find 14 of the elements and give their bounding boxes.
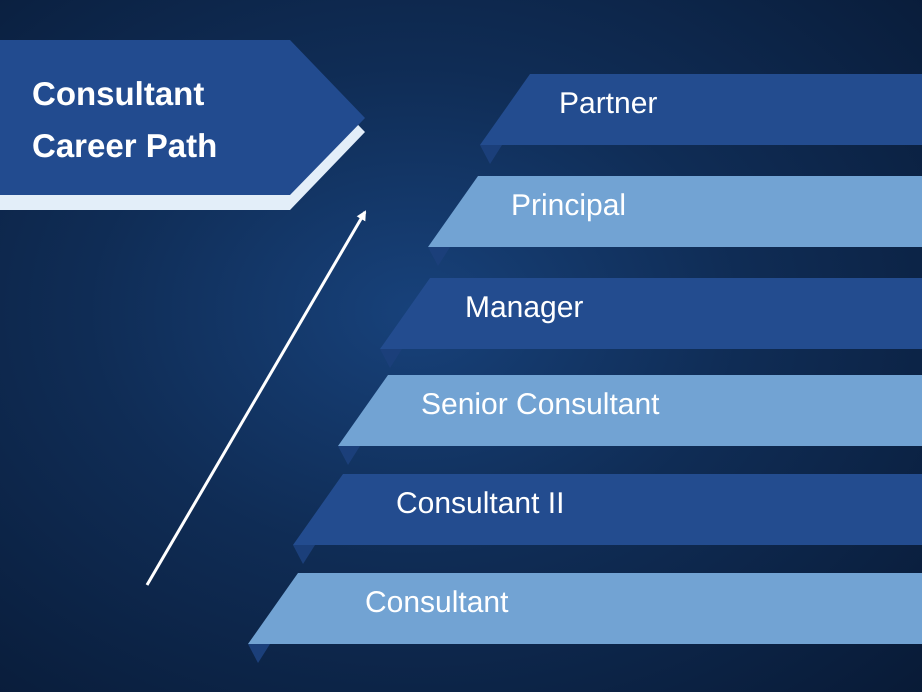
- step-label: Manager: [465, 290, 584, 326]
- step-label: Partner: [559, 86, 658, 122]
- step-band: [248, 573, 922, 663]
- step-band: [428, 176, 922, 266]
- step-label: Senior Consultant: [421, 387, 660, 423]
- step-band: [338, 375, 922, 465]
- step-label: Consultant: [365, 585, 508, 621]
- step-band: [293, 474, 922, 564]
- title-text: Consultant Career Path: [32, 74, 218, 166]
- step-label: Principal: [511, 188, 626, 224]
- step-band: [380, 278, 922, 368]
- step-band: [480, 74, 922, 164]
- step-label: Consultant II: [396, 486, 564, 522]
- title-banner: [0, 40, 365, 210]
